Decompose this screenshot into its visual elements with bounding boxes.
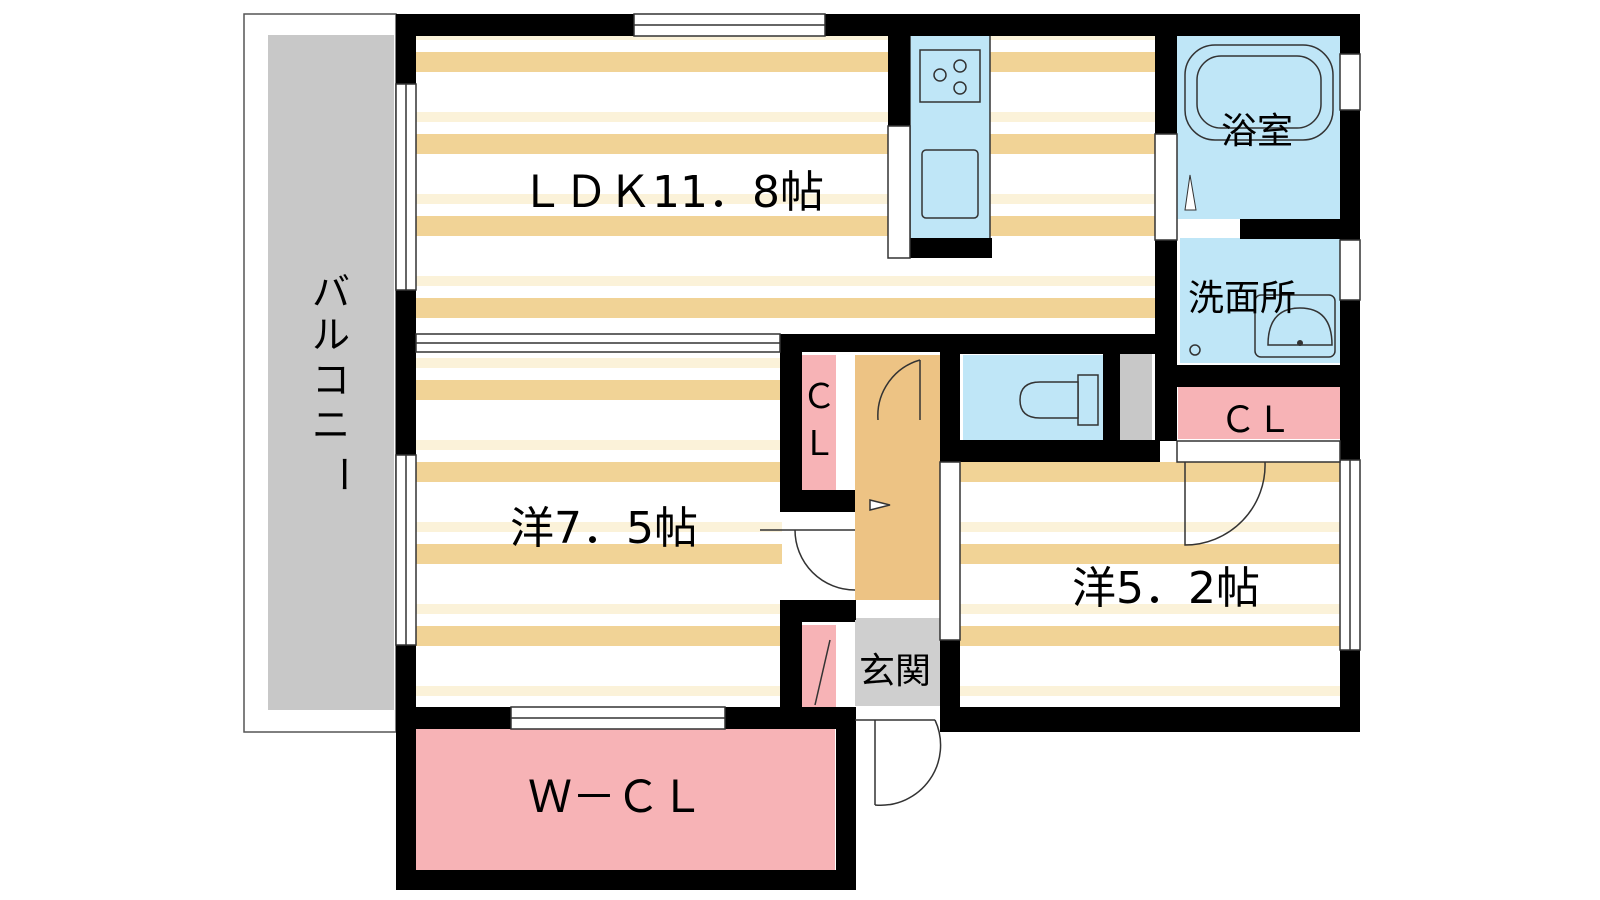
toilet-icon (1019, 374, 1099, 426)
openings (395, 13, 1361, 730)
bathtub-icon (1184, 44, 1334, 141)
svg-text:コ: コ (312, 358, 350, 402)
wcl-label: Ｗ－ＣＬ (528, 772, 704, 823)
cl-small-label-l: Ｌ (802, 424, 836, 464)
door-swings (760, 359, 1266, 807)
washroom-label: 洗面所 (1188, 278, 1296, 319)
svg-text:ー: ー (321, 455, 365, 493)
balcony-label: バ ル コ ニ ー (312, 270, 365, 493)
cl-small-label-c: Ｃ (802, 377, 836, 417)
pipe-space (1120, 352, 1152, 440)
western1-floor (415, 352, 782, 707)
western2-label: 洋5．2帖 (1072, 563, 1260, 614)
western1-label: 洋7．5帖 (510, 503, 698, 554)
stove-icon (919, 49, 981, 103)
genkan-floor (855, 618, 940, 706)
cl-small-floor (800, 355, 836, 490)
svg-text:ニ: ニ (312, 403, 350, 447)
kitchen-counter (909, 33, 991, 245)
cl-right-label: ＣＬ (1220, 400, 1292, 441)
entrance-label: 玄関 (859, 651, 931, 692)
sink-icon (921, 149, 979, 219)
western2-floor (960, 462, 1340, 707)
svg-text:バ: バ (312, 270, 350, 314)
bath-label: 浴室 (1221, 111, 1293, 152)
wcl-floor (415, 728, 835, 870)
ldk-floor (415, 34, 1155, 334)
washbasin-icon (1189, 294, 1336, 358)
balcony (243, 13, 397, 733)
walls (396, 14, 1360, 890)
genkan-step (855, 600, 940, 618)
cl-right-floor (1178, 387, 1340, 439)
ldk-label: ＬＤＫ11．8帖 (520, 167, 824, 218)
svg-text:ル: ル (312, 313, 350, 357)
hall-floor (855, 355, 940, 600)
